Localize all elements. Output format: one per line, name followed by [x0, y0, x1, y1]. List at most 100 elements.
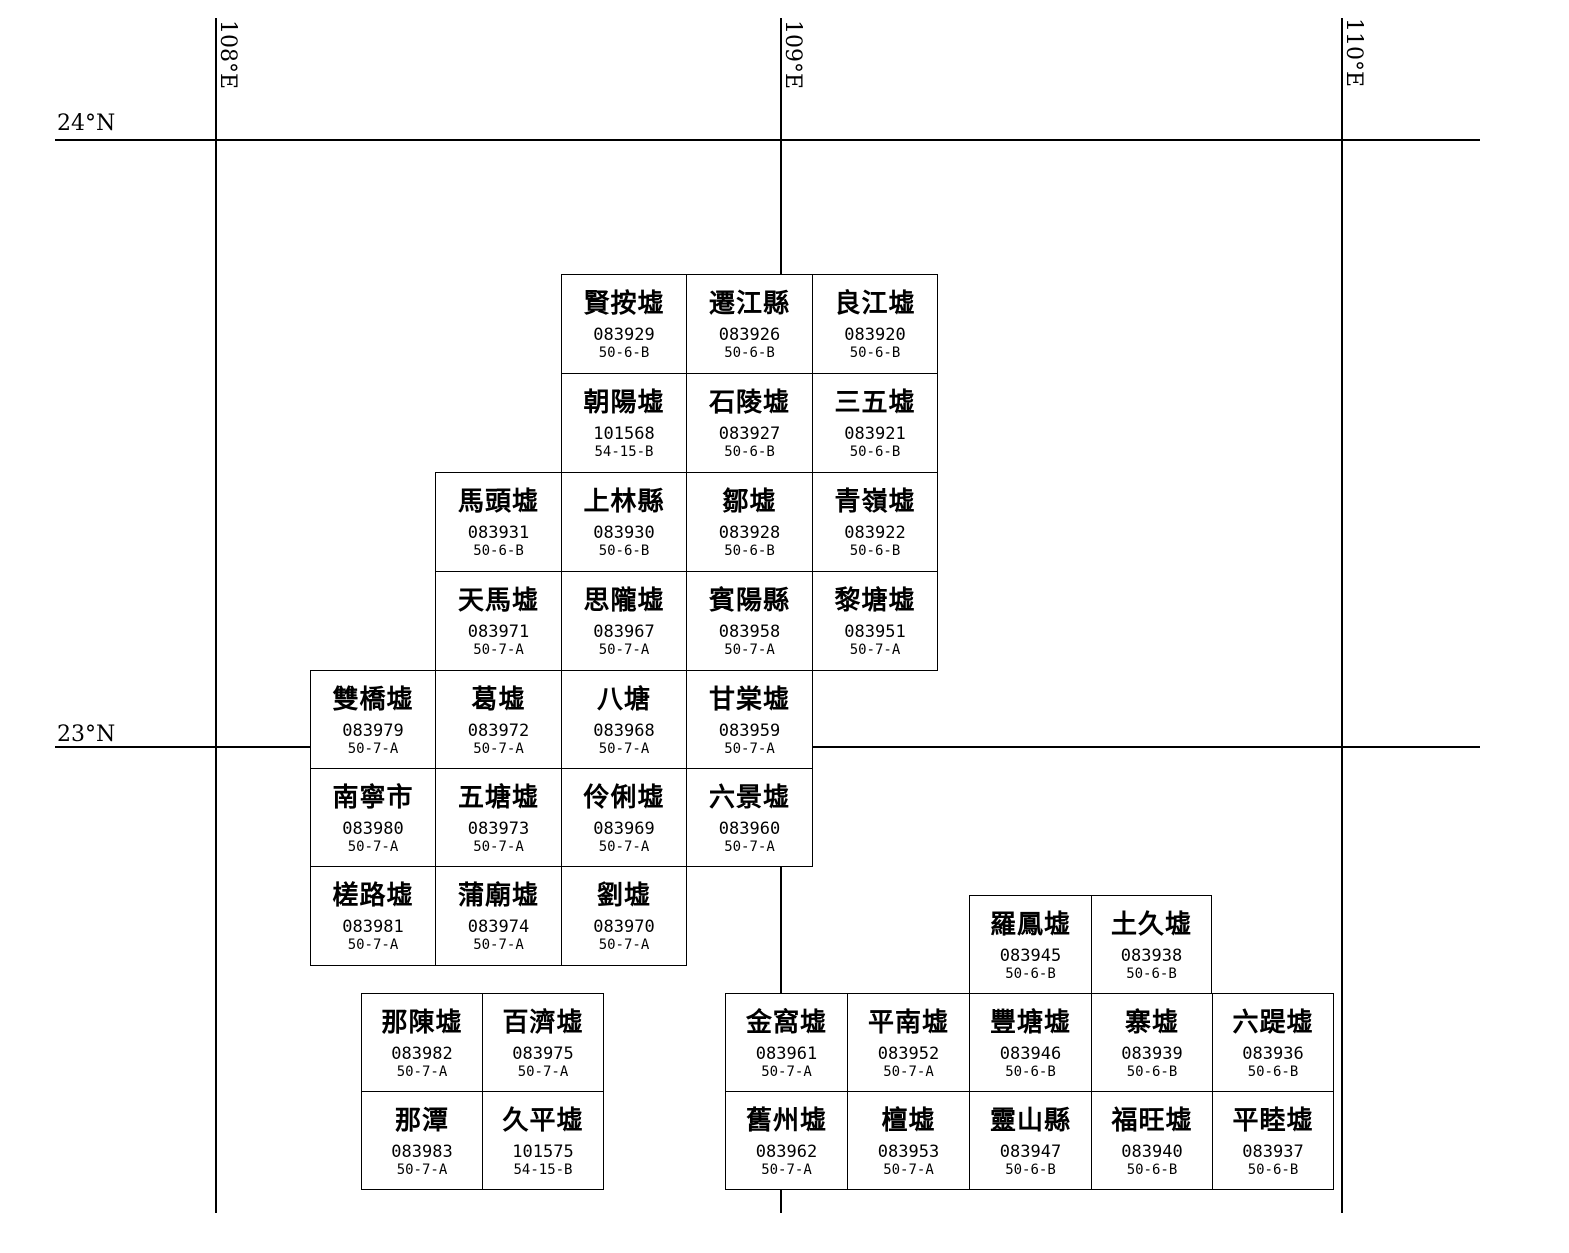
sheet-name: 南寧市	[332, 783, 414, 813]
sheet-name: 五塘墟	[457, 783, 539, 813]
map-sheet: 靈山縣 083947 50-6-B	[969, 1091, 1092, 1190]
map-sheet: 雙橋墟 083979 50-7-A	[310, 670, 436, 769]
sheet-code: 083922	[844, 523, 906, 543]
sheet-series: 50-6-B	[1247, 1064, 1299, 1080]
sheet-name: 三五墟	[834, 388, 916, 418]
sheet-series: 50-6-B	[724, 345, 775, 361]
sheet-name: 馬頭墟	[457, 487, 539, 517]
sheet-name: 鄒墟	[722, 487, 777, 517]
sheet-series: 50-6-B	[849, 345, 901, 361]
sheet-code: 101568	[593, 424, 655, 444]
sheet-code: 083946	[999, 1044, 1062, 1064]
sheet-code: 083960	[718, 819, 781, 839]
map-sheet: 劉墟 083970 50-7-A	[561, 866, 687, 966]
sheet-series: 50-6-B	[598, 543, 650, 559]
sheet-series: 50-7-A	[598, 839, 650, 855]
sheet-code: 083951	[844, 622, 906, 642]
map-sheet: 遷江縣 083926 50-6-B	[686, 274, 813, 374]
map-sheet: 久平墟 101575 54-15-B	[482, 1091, 604, 1190]
map-sheet: 檀墟 083953 50-7-A	[847, 1091, 970, 1190]
sheet-name: 蒲廟墟	[457, 881, 539, 911]
latitude-line-24n	[55, 139, 1480, 141]
sheet-series: 50-7-A	[883, 1162, 934, 1178]
latitude-label-23n: 23°N	[57, 722, 116, 747]
sheet-code: 083952	[877, 1044, 940, 1064]
map-sheet: 百濟墟 083975 50-7-A	[482, 993, 604, 1092]
sheet-name: 那潭	[394, 1106, 449, 1136]
sheet-series: 50-7-A	[761, 1064, 812, 1080]
sheet-series: 50-7-A	[598, 642, 650, 658]
sheet-series: 50-6-B	[1005, 1162, 1056, 1178]
map-sheet: 上林縣 083930 50-6-B	[561, 472, 687, 572]
sheet-name: 上林縣	[583, 487, 665, 517]
sheet-code: 083945	[999, 946, 1062, 966]
sheet-code: 083982	[391, 1044, 453, 1064]
longitude-line-108e	[215, 18, 217, 1213]
map-sheet: 鄒墟 083928 50-6-B	[686, 472, 813, 572]
sheet-name: 舊州墟	[745, 1106, 827, 1136]
sheet-name: 六景墟	[708, 783, 790, 813]
map-sheet: 羅鳳墟 083945 50-6-B	[969, 895, 1092, 994]
sheet-name: 賓陽縣	[708, 586, 790, 616]
sheet-name: 靈山縣	[989, 1106, 1071, 1136]
sheet-name: 檀墟	[881, 1106, 936, 1136]
longitude-line-110e	[1341, 18, 1343, 1213]
sheet-code: 083926	[718, 325, 781, 345]
map-sheet: 伶俐墟 083969 50-7-A	[561, 768, 687, 867]
map-sheet: 賓陽縣 083958 50-7-A	[686, 571, 813, 671]
sheet-series: 50-7-A	[473, 839, 524, 855]
sheet-series: 54-15-B	[594, 444, 654, 460]
sheet-name: 平睦墟	[1232, 1106, 1314, 1136]
map-sheet: 朝陽墟 101568 54-15-B	[561, 373, 687, 473]
sheet-code: 083947	[999, 1142, 1062, 1162]
sheet-series: 50-7-A	[396, 1162, 448, 1178]
sheet-series: 54-15-B	[513, 1162, 573, 1178]
sheet-code: 083938	[1120, 946, 1183, 966]
sheet-code: 083969	[593, 819, 655, 839]
map-sheet: 豐塘墟 083946 50-6-B	[969, 993, 1092, 1092]
sheet-name: 八塘	[596, 685, 651, 715]
sheet-series: 50-6-B	[724, 444, 775, 460]
map-sheet: 思隴墟 083967 50-7-A	[561, 571, 687, 671]
sheet-series: 50-6-B	[1126, 1162, 1178, 1178]
sheet-name: 石陵墟	[708, 388, 790, 418]
sheet-series: 50-6-B	[1005, 966, 1056, 982]
sheet-name: 黎塘墟	[834, 586, 916, 616]
sheet-series: 50-6-B	[1247, 1162, 1299, 1178]
sheet-series: 50-7-A	[761, 1162, 812, 1178]
map-sheet: 馬頭墟 083931 50-6-B	[435, 472, 562, 572]
sheet-name: 六踶墟	[1232, 1008, 1314, 1038]
sheet-name: 槎路墟	[332, 881, 414, 911]
map-sheet: 南寧市 083980 50-7-A	[310, 768, 436, 867]
sheet-name: 劉墟	[596, 881, 651, 911]
sheet-code: 083981	[342, 917, 404, 937]
sheet-code: 083974	[467, 917, 530, 937]
sheet-series: 50-6-B	[849, 444, 901, 460]
map-sheet: 石陵墟 083927 50-6-B	[686, 373, 813, 473]
sheet-series: 50-6-B	[1005, 1064, 1056, 1080]
sheet-name: 豐塘墟	[989, 1008, 1071, 1038]
sheet-code: 083953	[877, 1142, 940, 1162]
sheet-name: 寨墟	[1124, 1008, 1179, 1038]
sheet-series: 50-6-B	[598, 345, 650, 361]
latitude-label-24n: 24°N	[57, 111, 116, 136]
sheet-name: 天馬墟	[457, 586, 539, 616]
sheet-code: 083930	[593, 523, 655, 543]
sheet-code: 083979	[342, 721, 404, 741]
longitude-label-109e: 109°E	[780, 20, 805, 90]
sheet-code: 083961	[755, 1044, 818, 1064]
map-sheet: 三五墟 083921 50-6-B	[812, 373, 938, 473]
sheet-name: 遷江縣	[708, 289, 790, 319]
map-sheet: 六景墟 083960 50-7-A	[686, 768, 813, 867]
sheet-name: 伶俐墟	[583, 783, 665, 813]
sheet-code: 083971	[467, 622, 530, 642]
sheet-name: 平南墟	[867, 1008, 949, 1038]
sheet-code: 083921	[844, 424, 906, 444]
sheet-series: 50-7-A	[473, 741, 524, 757]
sheet-series: 50-7-A	[473, 937, 524, 953]
sheet-series: 50-7-A	[724, 741, 775, 757]
map-sheet: 賢按墟 083929 50-6-B	[561, 274, 687, 374]
map-sheet: 葛墟 083972 50-7-A	[435, 670, 562, 769]
sheet-name: 青嶺墟	[834, 487, 916, 517]
